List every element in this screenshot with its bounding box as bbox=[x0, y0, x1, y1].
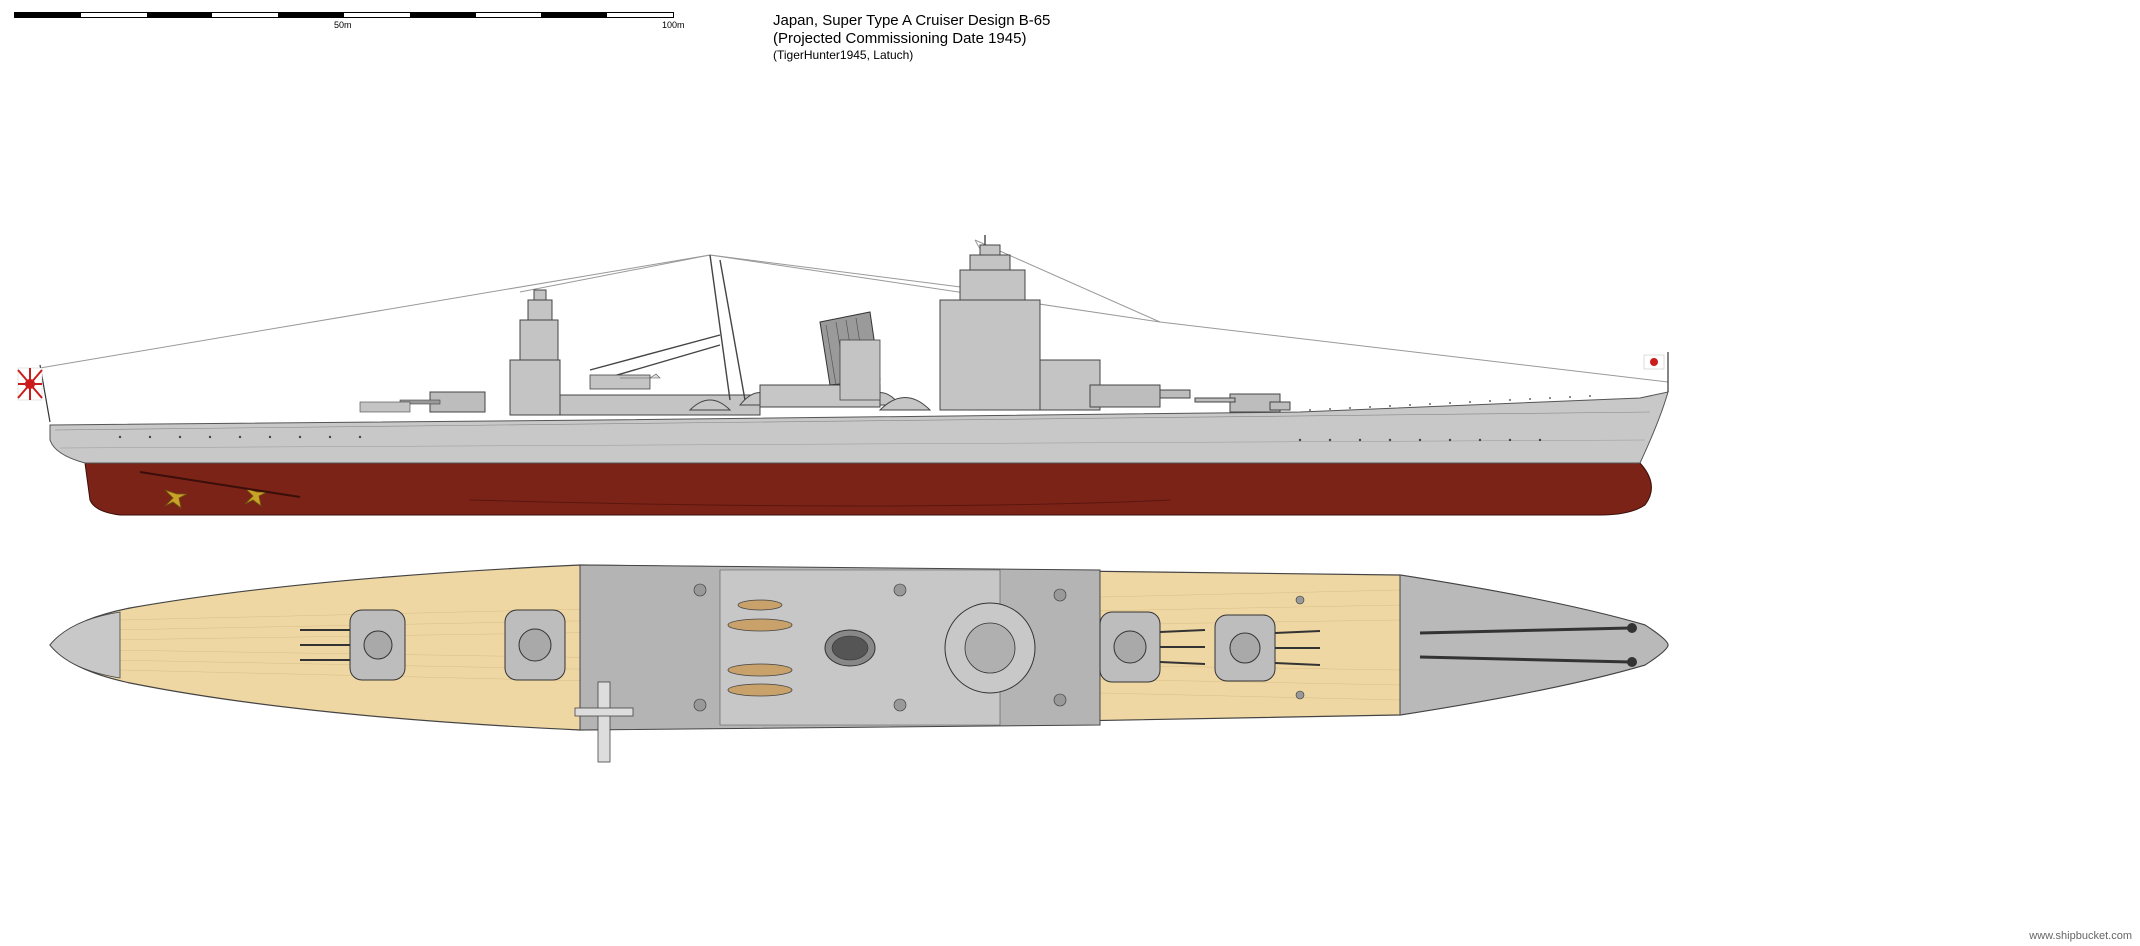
forward-superstructure bbox=[939, 235, 1101, 411]
forward-turret-top-2 bbox=[1214, 614, 1321, 682]
bow-steel-deck bbox=[1399, 574, 1669, 716]
forward-turrets-side bbox=[1089, 384, 1291, 413]
aa-mounts bbox=[693, 583, 1305, 712]
naval-ensign-flag bbox=[17, 364, 51, 423]
funnel-top bbox=[824, 629, 876, 667]
title-block: Japan, Super Type A Cruiser Design B-65 … bbox=[773, 12, 1050, 63]
ship-title: Japan, Super Type A Cruiser Design B-65 bbox=[773, 12, 1051, 29]
side-profile bbox=[17, 235, 1669, 516]
mainmast bbox=[589, 254, 746, 401]
commissioning-date: (Projected Commissioning Date 1945) bbox=[773, 30, 1027, 47]
scale-segments bbox=[14, 12, 674, 18]
forward-turret-top-1 bbox=[1099, 611, 1206, 683]
scale-label-50m: 50m bbox=[334, 20, 352, 30]
ships-boats bbox=[727, 599, 793, 697]
bow-jack-flag bbox=[1643, 352, 1669, 392]
bridge-top bbox=[944, 602, 1036, 694]
aft-turret-side bbox=[359, 391, 486, 413]
author-credits: (TigerHunter1945, Latuch) bbox=[773, 48, 914, 62]
top-view bbox=[49, 564, 1669, 763]
propellers bbox=[139, 471, 301, 509]
upper-hull bbox=[49, 391, 1669, 464]
funnel bbox=[819, 311, 881, 401]
anchor-chains bbox=[1419, 626, 1631, 664]
aircraft-catapult bbox=[589, 373, 661, 390]
aft-turret-top-2 bbox=[504, 609, 566, 681]
scale-label-100m: 100m bbox=[662, 20, 685, 30]
aft-turret-top-1 bbox=[300, 609, 406, 681]
lower-hull bbox=[84, 462, 1652, 516]
site-credit: www.shipbucket.com bbox=[2029, 930, 2132, 942]
portholes bbox=[118, 435, 1542, 442]
aft-superstructure bbox=[509, 289, 761, 416]
floatplane bbox=[574, 681, 634, 763]
deck-railings bbox=[1309, 395, 1591, 411]
scale-bar: 50m 100m bbox=[14, 12, 685, 36]
